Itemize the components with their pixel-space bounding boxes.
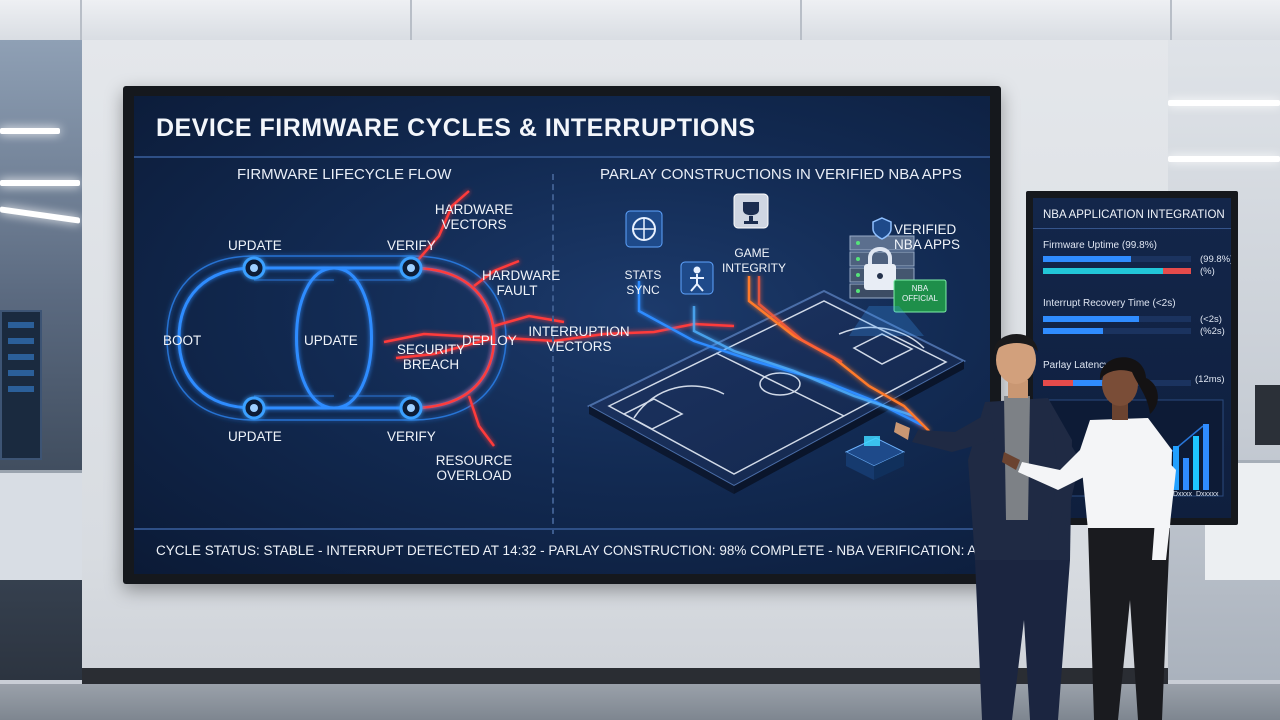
title-divider xyxy=(134,156,990,158)
label-stats-sync: STATS SYNC xyxy=(624,268,662,297)
metric-label-interrupt-recovery: Interrupt Recovery Time (<2s) xyxy=(1043,298,1176,309)
lock-icon xyxy=(864,247,896,290)
bar-fill-red xyxy=(1043,380,1073,386)
panel-title: NBA APPLICATION INTEGRATION xyxy=(1043,209,1225,221)
bar-fill xyxy=(1043,316,1139,322)
metric-label-firmware-uptime: Firmware Uptime (99.8%) xyxy=(1043,240,1157,251)
bar-fill xyxy=(1043,328,1103,334)
node-label-update-bottom: UPDATE xyxy=(228,429,282,444)
label-nba-official: NBA OFFICIAL xyxy=(901,284,938,303)
ceiling-seam xyxy=(1170,0,1172,40)
ceiling-light xyxy=(0,128,60,134)
metric-bar-firmware-uptime-2 xyxy=(1043,268,1191,274)
lifecycle-nodes xyxy=(242,256,423,420)
ceiling xyxy=(0,0,1280,40)
parlay-section-title: PARLAY CONSTRUCTIONS IN VERIFIED NBA APP… xyxy=(600,166,962,183)
main-display: DEVICE FIRMWARE CYCLES & INTERRUPTIONS F… xyxy=(134,96,990,574)
baseboard xyxy=(82,668,1168,684)
bar-fill-red xyxy=(1163,268,1191,274)
lifecycle-section-title: FIRMWARE LIFECYCLE FLOW xyxy=(237,166,452,183)
ceiling-seam xyxy=(410,0,412,40)
metric-bar-firmware-uptime xyxy=(1043,256,1191,262)
display-artwork xyxy=(166,190,967,494)
metric-bar-interrupt-recovery xyxy=(1043,316,1191,322)
panel-divider xyxy=(1033,228,1231,229)
trophy-icon xyxy=(733,193,769,229)
left-desk xyxy=(0,470,82,580)
ceiling-light xyxy=(1168,156,1280,162)
left-office-background xyxy=(0,40,82,680)
label-interruption-vectors: INTERRUPTION VECTORS xyxy=(528,324,630,354)
data-paths xyxy=(637,276,930,432)
metric-value-firmware-uptime-2: (%) xyxy=(1200,266,1215,277)
node-label-update-top: UPDATE xyxy=(228,238,282,253)
metric-value-interrupt-recovery-2: (%2s) xyxy=(1200,326,1225,337)
floor xyxy=(0,684,1280,720)
metric-label-parlay-latency: Parlay Latency xyxy=(1043,360,1110,371)
ceiling-seam xyxy=(800,0,802,40)
section-divider xyxy=(552,174,554,534)
screen-title: DEVICE FIRMWARE CYCLES & INTERRUPTIONS xyxy=(156,114,756,142)
label-resource-overload: RESOURCE OVERLOAD xyxy=(435,453,513,483)
metric-bar-interrupt-recovery-2 xyxy=(1043,328,1191,334)
label-game-integrity: GAME INTEGRITY xyxy=(722,246,787,275)
basketball-court xyxy=(586,289,967,494)
player-icon xyxy=(680,261,714,295)
metric-value-firmware-uptime: (99.8%) xyxy=(1200,254,1231,265)
ceiling-seam xyxy=(80,0,82,40)
chart-label-1: Dxxxx xyxy=(1173,491,1193,498)
bar-fill xyxy=(1043,268,1163,274)
glow-beam xyxy=(849,306,924,336)
label-verified-nba-apps: VERIFIED NBA APPS xyxy=(894,222,961,252)
nba-official-badge xyxy=(893,279,947,313)
node-label-verify-top: VERIFY xyxy=(387,238,436,253)
presenter-woman xyxy=(1002,357,1176,720)
label-hardware-vectors: HARDWARE VECTORS xyxy=(434,202,514,232)
node-label-verify-bottom: VERIFY xyxy=(387,429,436,444)
label-hardware-fault: HARDWARE FAULT xyxy=(482,268,561,298)
ceiling-light xyxy=(0,180,80,186)
metric-value-interrupt-recovery: (<2s) xyxy=(1200,314,1222,325)
basketball-icon xyxy=(625,210,663,248)
bar-fill xyxy=(1043,256,1131,262)
shield-icon xyxy=(872,217,892,240)
ceiling-light xyxy=(1168,100,1280,106)
label-security-breach: SECURITY BREACH xyxy=(396,342,466,372)
status-bar: CYCLE STATUS: STABLE - INTERRUPT DETECTE… xyxy=(156,543,990,558)
presenter-man xyxy=(894,333,1080,720)
node-label-deploy: DEPLOY xyxy=(462,333,517,348)
left-wall-display xyxy=(0,310,42,460)
node-label-boot: BOOT xyxy=(163,333,202,348)
status-divider xyxy=(134,528,990,530)
node-label-update-mid: UPDATE xyxy=(304,333,358,348)
right-monitor xyxy=(1255,385,1280,445)
metric-value-parlay-latency: (12ms) xyxy=(1195,374,1225,385)
edge-device-icon xyxy=(844,436,906,480)
chart-label-2: Dxxxxx xyxy=(1196,491,1219,498)
